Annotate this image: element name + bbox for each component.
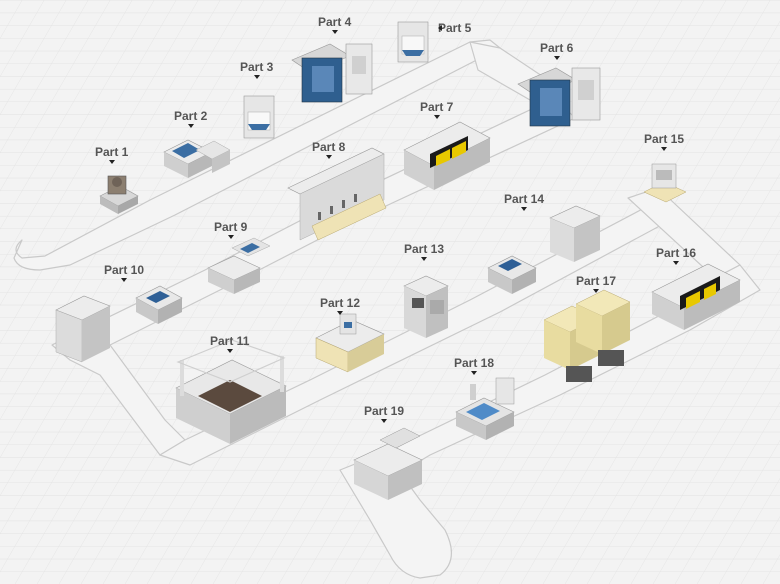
machine-part-9 <box>207 237 271 294</box>
machine-part-10 <box>55 285 183 363</box>
label-part-15-text: Part 15 <box>644 132 685 146</box>
label-part-12-text: Part 12 <box>320 296 361 310</box>
machine-part-12 <box>315 313 385 373</box>
pointer-arrow-icon <box>673 261 680 265</box>
label-part-4-text: Part 4 <box>318 15 352 29</box>
pointer-arrow-icon <box>325 155 332 159</box>
machine-part-19 <box>353 427 423 500</box>
pointer-arrow-icon <box>187 124 194 128</box>
machine-part-1 <box>99 175 139 214</box>
pointer-arrow-icon <box>593 289 600 293</box>
label-part-10: Part 10 <box>104 263 144 282</box>
pointer-arrow-icon <box>121 278 128 282</box>
label-part-18: Part 18 <box>454 356 494 375</box>
label-part-19-text: Part 19 <box>364 404 405 418</box>
label-part-6-text: Part 6 <box>540 41 574 55</box>
pointer-arrow-icon <box>253 75 260 79</box>
machine-part-11 <box>175 339 287 444</box>
label-part-8-text: Part 8 <box>312 140 346 154</box>
machine-part-16 <box>651 263 741 330</box>
pointer-arrow-icon <box>226 349 233 353</box>
label-part-4: Part 4 <box>318 15 351 34</box>
machine-part-5 <box>397 21 429 63</box>
machine-part-2 <box>163 139 231 178</box>
pointer-arrow-icon <box>331 30 338 34</box>
label-part-8: Part 8 <box>312 140 345 159</box>
machine-part-17 <box>543 289 631 382</box>
label-part-9-text: Part 9 <box>214 220 248 234</box>
label-part-11-text: Part 11 <box>210 334 250 348</box>
label-part-5-text: Part 5 <box>438 21 472 35</box>
machine-part-3 <box>243 95 275 139</box>
label-part-13-text: Part 13 <box>404 242 445 256</box>
conveyor-top-belt <box>13 39 501 271</box>
pointer-arrow-icon <box>471 371 478 375</box>
label-part-1: Part 1 <box>95 145 128 164</box>
part-5-pointer-arrow-icon <box>438 25 442 31</box>
label-part-16-text: Part 16 <box>656 246 697 260</box>
pointer-arrow-icon <box>433 115 440 119</box>
label-part-3: Part 3 <box>240 60 273 79</box>
label-part-6: Part 6 <box>540 41 573 60</box>
machine-part-13 <box>403 275 449 338</box>
label-part-16: Part 16 <box>656 246 696 265</box>
pointer-arrow-icon <box>337 311 344 315</box>
machine-part-15 <box>643 163 687 203</box>
label-part-19: Part 19 <box>364 404 404 423</box>
label-part-7: Part 7 <box>420 100 453 119</box>
pointer-arrow-icon <box>553 56 560 60</box>
machine-part-18 <box>455 377 515 440</box>
label-part-14: Part 14 <box>504 192 544 211</box>
label-part-14-text: Part 14 <box>504 192 545 206</box>
pointer-arrow-icon <box>227 235 234 239</box>
machine-part-8 <box>287 147 387 241</box>
label-part-9: Part 9 <box>214 220 247 239</box>
label-part-10-text: Part 10 <box>104 263 145 277</box>
machine-part-4 <box>291 43 373 103</box>
label-part-15: Part 15 <box>644 132 684 151</box>
label-part-1-text: Part 1 <box>95 145 129 159</box>
label-part-12: Part 12 <box>320 296 360 315</box>
label-part-18-text: Part 18 <box>454 356 495 370</box>
pointer-arrow-icon <box>381 419 388 423</box>
machine-part-14 <box>487 205 601 294</box>
machine-part-7 <box>403 121 491 190</box>
label-part-17-text: Part 17 <box>576 274 617 288</box>
pointer-arrow-icon <box>421 257 428 261</box>
label-part-17: Part 17 <box>576 274 616 293</box>
pointer-arrow-icon <box>108 160 115 164</box>
label-part-2: Part 2 <box>174 109 207 128</box>
label-part-13: Part 13 <box>404 242 444 261</box>
pointer-arrow-icon <box>521 207 528 211</box>
label-part-5: Part 5 <box>438 21 471 35</box>
label-part-7-text: Part 7 <box>420 100 454 114</box>
label-part-3-text: Part 3 <box>240 60 274 74</box>
machine-part-6 <box>517 67 601 127</box>
pointer-arrow-icon <box>661 147 668 151</box>
label-part-11: Part 11 <box>210 334 249 353</box>
label-part-2-text: Part 2 <box>174 109 208 123</box>
